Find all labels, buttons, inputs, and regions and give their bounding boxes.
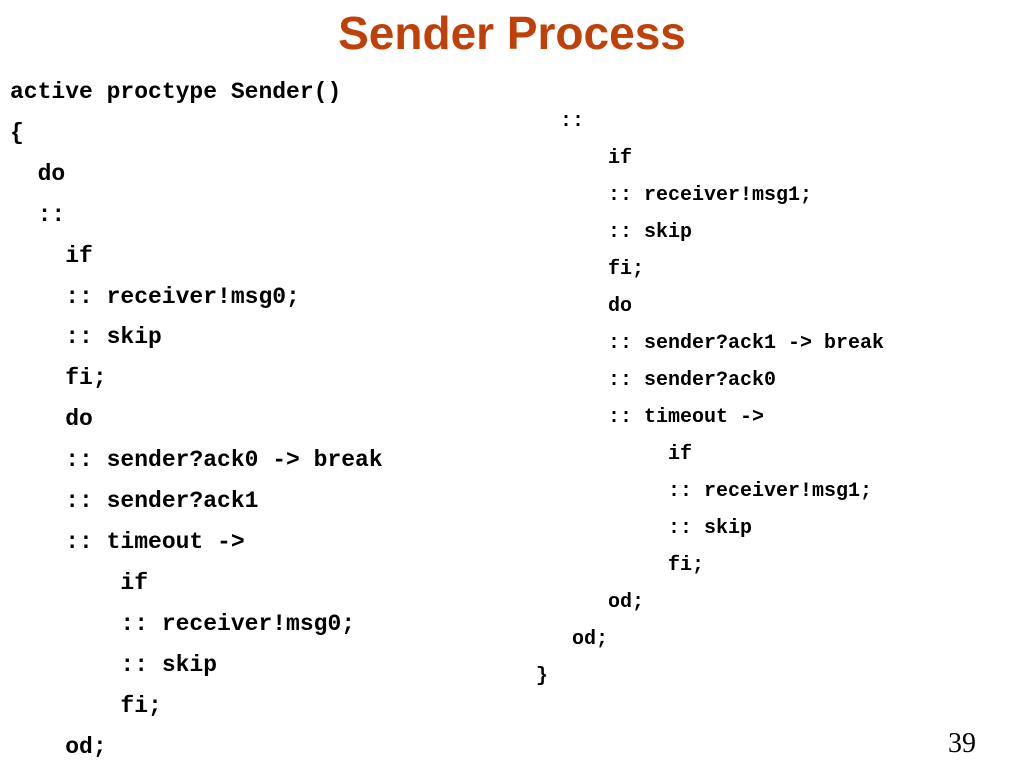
code-line: active proctype Sender() <box>10 79 342 105</box>
code-line: od; <box>536 591 645 614</box>
code-line: :: receiver!msg0; <box>10 283 300 310</box>
code-line: fi; <box>10 365 107 392</box>
code-line: od; <box>10 733 107 760</box>
code-line: if <box>10 242 93 269</box>
code-listing-left: active proctype Sender(){ do :: if :: re… <box>10 72 383 767</box>
code-line: :: receiver!msg1; <box>536 184 813 207</box>
code-line: od; <box>536 628 609 651</box>
code-line: :: receiver!msg0; <box>10 610 356 637</box>
code-line: } <box>536 665 549 688</box>
code-line: :: <box>536 110 585 133</box>
code-line: :: skip <box>10 324 162 351</box>
code-line: fi; <box>536 258 645 281</box>
code-line: :: timeout -> <box>10 528 245 555</box>
code-line: :: <box>10 201 66 228</box>
code-line: fi; <box>536 554 705 577</box>
page-number: 39 <box>948 728 976 759</box>
code-listing-right: :: if :: receiver!msg1; :: skip fi; do :… <box>536 103 884 695</box>
code-line: do <box>536 295 633 318</box>
code-line: :: skip <box>536 221 693 244</box>
code-line: :: sender?ack0 <box>536 369 777 392</box>
code-line: do <box>10 406 93 433</box>
code-line: :: timeout -> <box>536 406 765 429</box>
code-line: if <box>536 443 693 466</box>
slide-title: Sender Process <box>338 7 686 59</box>
code-line: if <box>536 147 633 170</box>
code-line: do <box>10 160 66 187</box>
code-line: { <box>10 119 24 146</box>
code-line: fi; <box>10 692 162 719</box>
code-line: :: sender?ack1 <box>10 488 259 515</box>
code-line: :: sender?ack1 -> break <box>536 332 885 355</box>
code-line: :: skip <box>536 517 753 540</box>
code-line: :: receiver!msg1; <box>536 480 873 503</box>
code-line: :: sender?ack0 -> break <box>10 447 383 474</box>
code-line: if <box>10 569 149 596</box>
code-line: :: skip <box>10 651 218 678</box>
